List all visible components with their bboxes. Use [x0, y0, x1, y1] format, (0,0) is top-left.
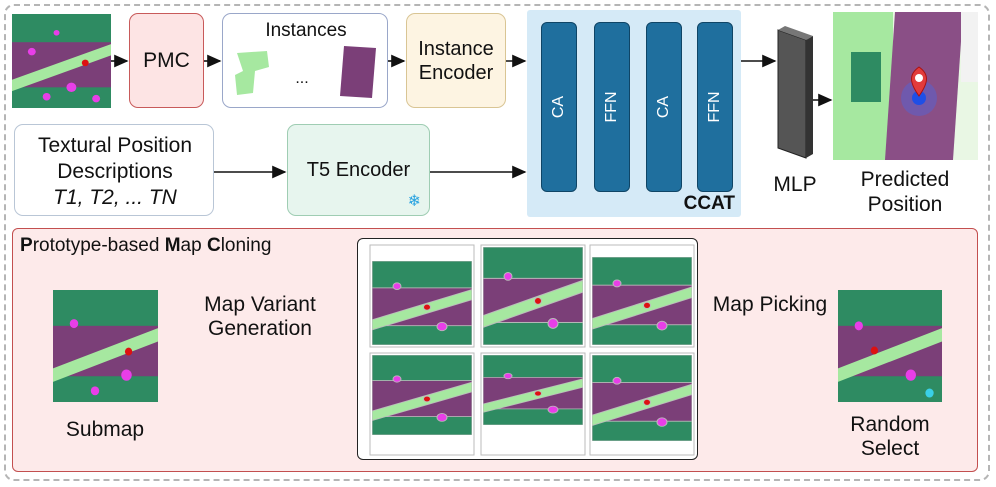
instances-box: Instances ... — [222, 13, 388, 108]
mlp-label: MLP — [773, 173, 817, 196]
outer-dashed-frame — [4, 4, 990, 481]
text-descriptions-line1: Textural Position — [37, 134, 193, 157]
instances-ellipsis: ... — [295, 70, 309, 87]
submap-label: Submap — [65, 418, 145, 441]
instance-encoder-label: Instance Encoder — [418, 37, 494, 84]
predicted-position-label: Predicted Position — [860, 168, 950, 216]
ccat-block-ca-2: CA — [646, 22, 682, 192]
pmc-label: PMC — [143, 48, 190, 72]
t5-encoder-box: T5 Encoder ❄ — [287, 124, 430, 216]
pmc-panel-title: Prototype-based Map Cloning — [20, 235, 272, 256]
instance-green-thumbnail — [233, 49, 271, 97]
ccat-label: CCAT — [683, 193, 735, 214]
random-select-label: Random Select — [850, 413, 930, 460]
ccat-panel: CA FFN CA FFN CCAT — [527, 10, 741, 217]
picked-map-image — [838, 290, 942, 402]
ccat-block-ffn-2: FFN — [697, 22, 733, 192]
text-descriptions-line2: Descriptions — [57, 160, 173, 183]
instance-encoder-box: Instance Encoder — [406, 13, 506, 108]
text-descriptions-box: Textural Position Descriptions T1, T2, .… — [14, 124, 214, 216]
text-descriptions-line3: T1, T2, ... TN — [53, 186, 177, 209]
variant-map-6 — [592, 355, 692, 441]
submap-image — [53, 290, 158, 402]
predicted-position-map — [833, 12, 978, 160]
variant-map-3 — [592, 257, 692, 345]
input-submap-image — [12, 14, 111, 108]
variant-map-1 — [372, 261, 472, 345]
map-picking-label: Map Picking — [712, 293, 828, 316]
ccat-block-ffn-1: FFN — [594, 22, 630, 192]
snowflake-icon: ❄ — [407, 193, 421, 210]
variant-map-2 — [483, 247, 583, 345]
variant-map-5 — [483, 355, 583, 425]
variant-generation-label: Map Variant Generation — [204, 293, 316, 340]
ccat-block-ca-1: CA — [541, 22, 577, 192]
t5-encoder-label: T5 Encoder — [306, 158, 411, 181]
variants-grid — [357, 238, 698, 460]
pmc-box: PMC — [129, 13, 204, 108]
instances-title: Instances — [265, 20, 347, 41]
variant-map-4 — [372, 355, 472, 435]
instance-purple-thumbnail — [338, 44, 378, 100]
